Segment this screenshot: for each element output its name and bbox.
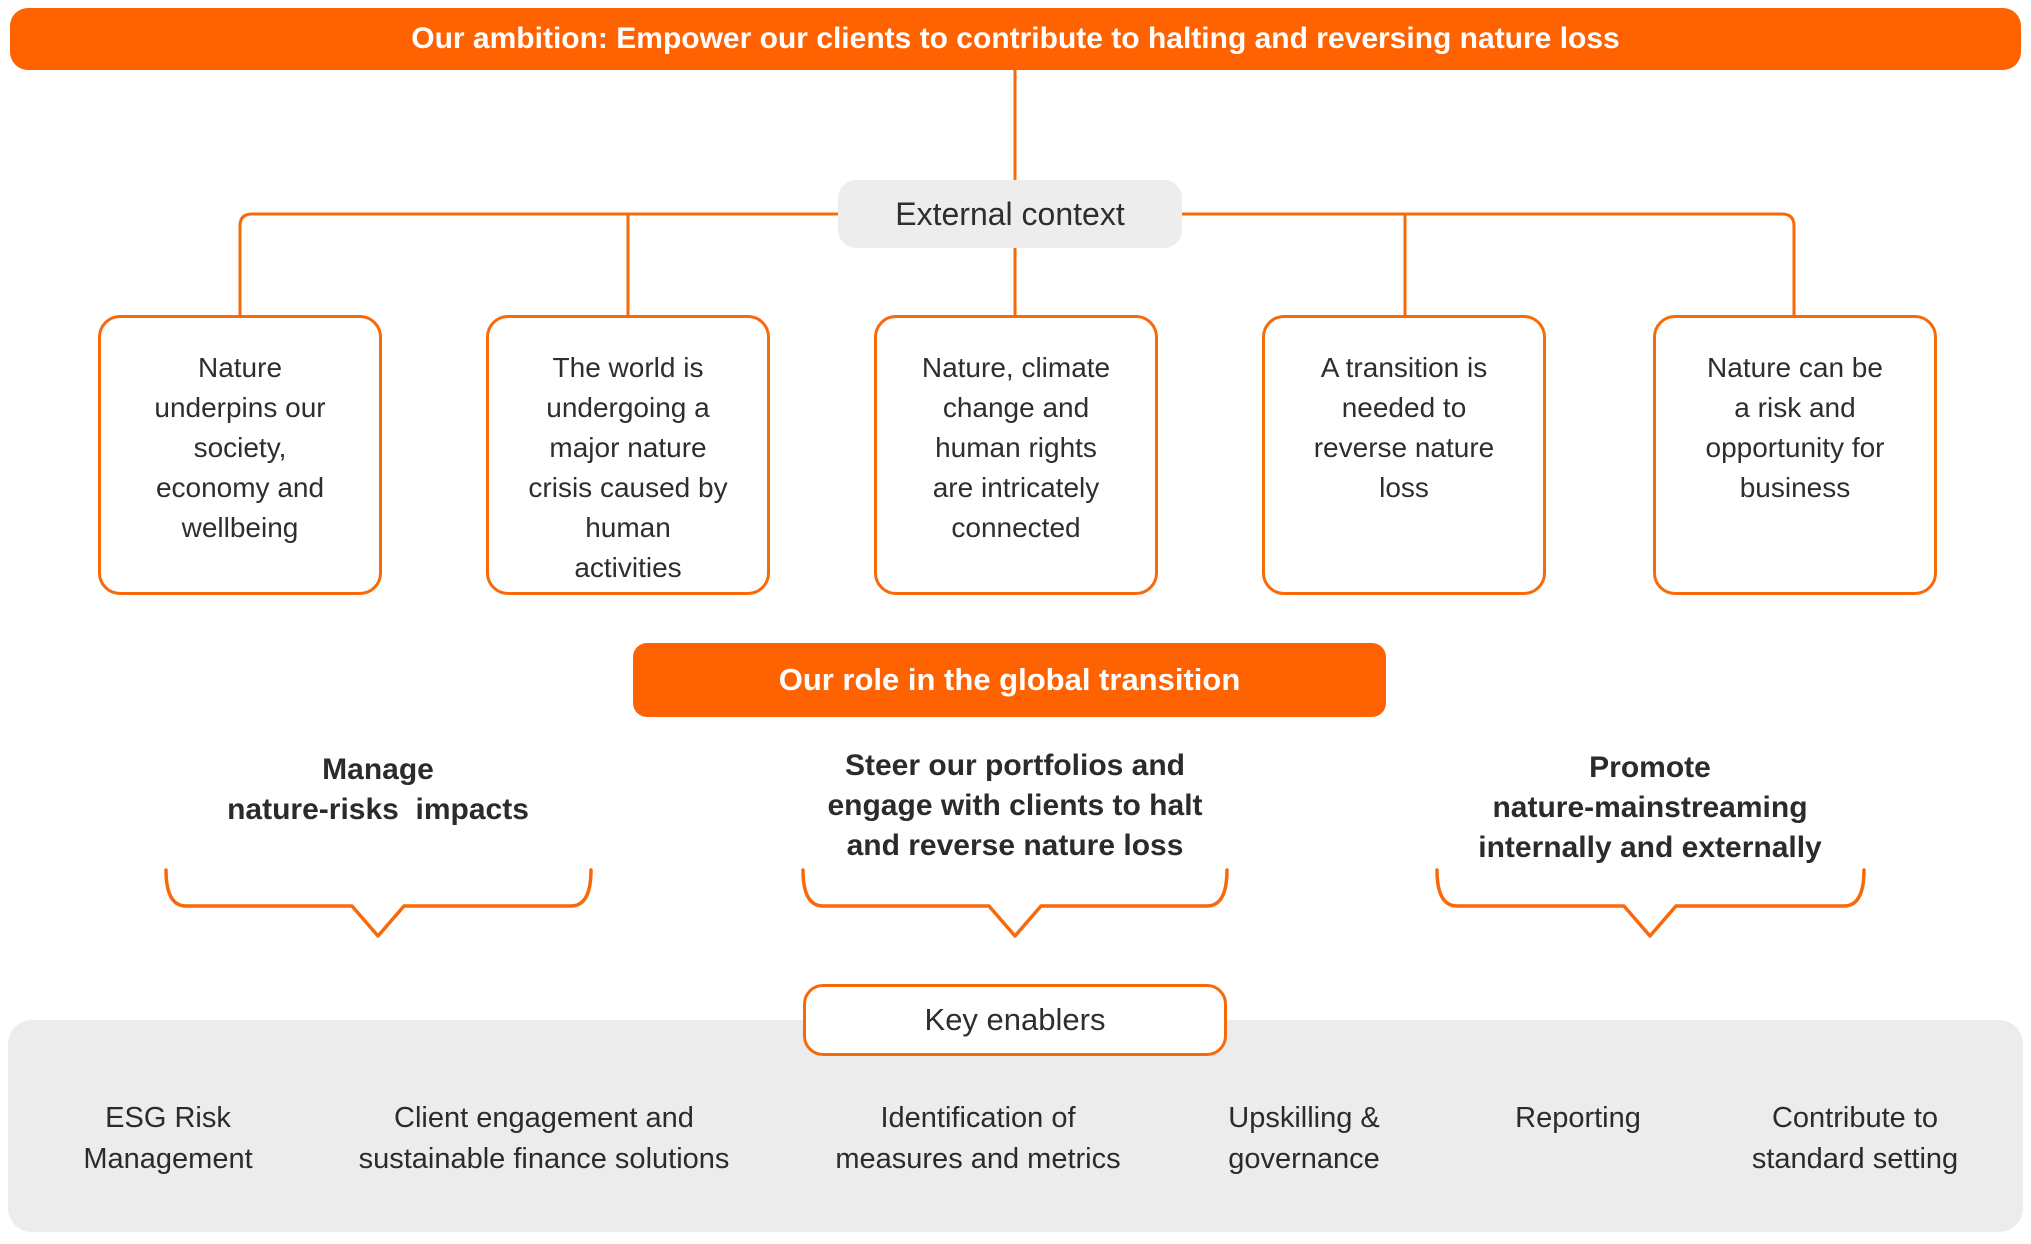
context-box-risk-opportunity: Nature can be a risk and opportunity for…: [1653, 315, 1937, 595]
role-heading-promote: Promote nature-mainstreaming internally …: [1478, 751, 1822, 864]
context-box-transition-needed: A transition is needed to reverse nature…: [1262, 315, 1546, 595]
enabler-measures-metrics: Identification of measures and metrics: [835, 1102, 1121, 1175]
enabler-standard-setting: Contribute to standard setting: [1751, 1102, 1959, 1175]
enabler-esg-risk-management: ESG Risk Management: [83, 1102, 253, 1175]
key-enablers-label: Key enablers: [803, 984, 1227, 1056]
context-box-nature-underpins: Nature underpins our society, economy an…: [98, 315, 382, 595]
enabler-reporting: Reporting: [1515, 1102, 1641, 1134]
external-context-label: External context: [838, 180, 1182, 248]
brace-middle: [801, 868, 1229, 938]
context-box-intricately-connected: Nature, climate change and human rights …: [874, 315, 1158, 595]
ambition-banner: Our ambition: Empower our clients to con…: [10, 8, 2021, 70]
brace-right: [1435, 868, 1866, 938]
context-box-nature-crisis: The world is undergoing a major nature c…: [486, 315, 770, 595]
role-banner: Our role in the global transition: [633, 643, 1386, 717]
role-heading-manage: Manage nature-risks impacts: [227, 753, 529, 826]
role-heading-steer: Steer our portfolios and engage with cli…: [827, 749, 1203, 862]
enabler-upskilling-governance: Upskilling & governance: [1228, 1102, 1380, 1175]
brace-left: [164, 868, 593, 938]
enabler-client-engagement: Client engagement and sustainable financ…: [358, 1102, 730, 1175]
